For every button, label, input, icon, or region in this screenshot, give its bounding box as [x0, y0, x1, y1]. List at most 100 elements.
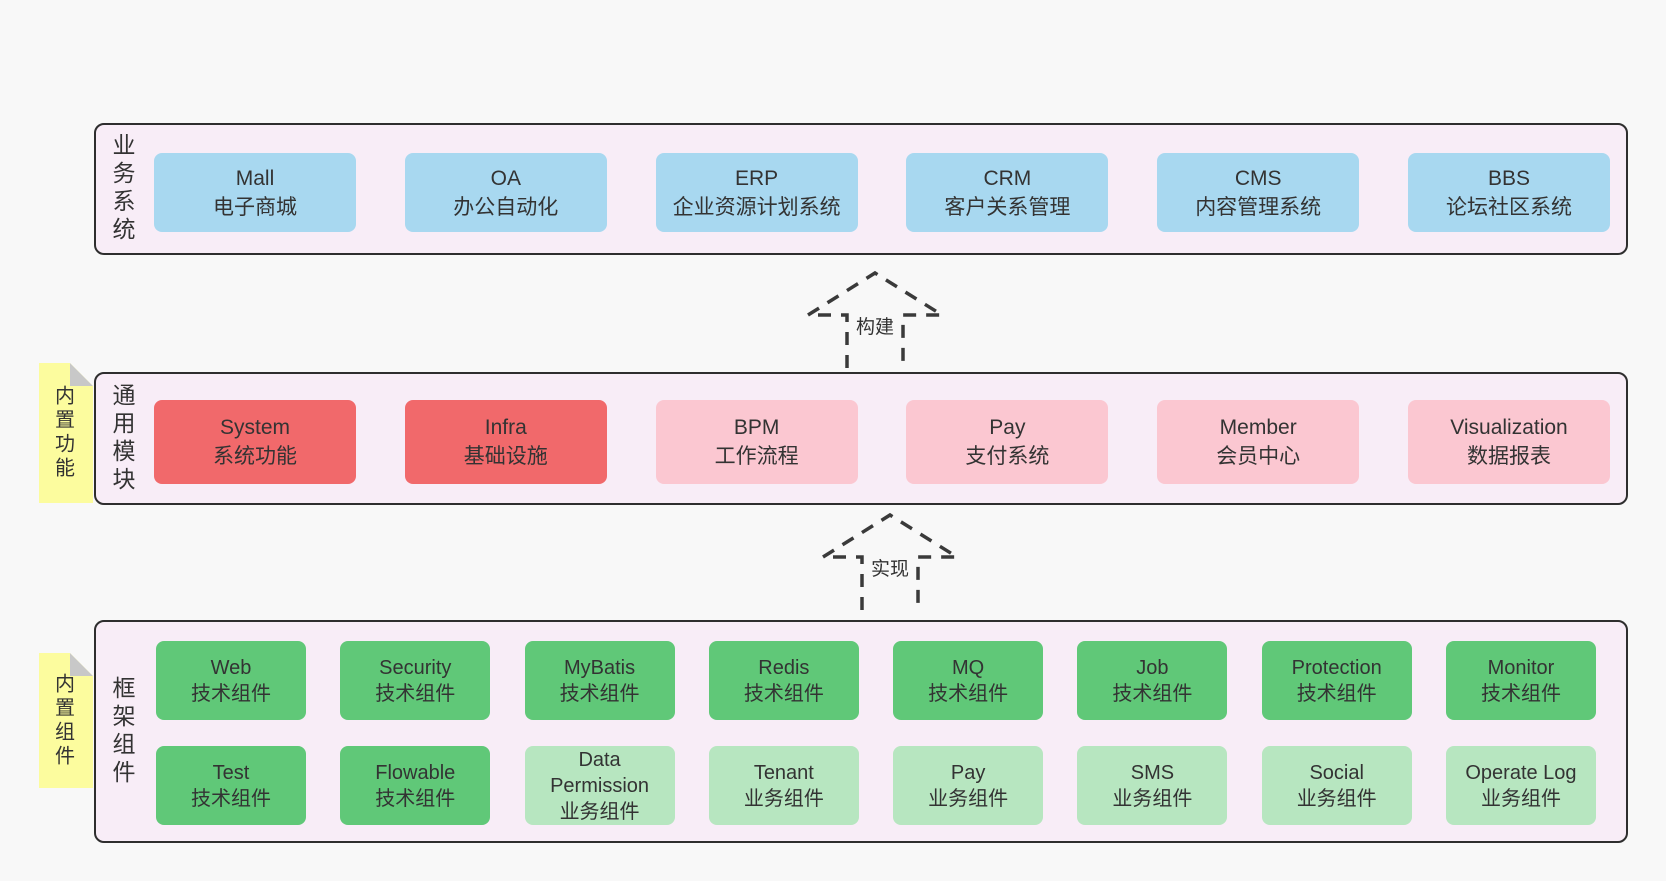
implement-arrow: 实现 — [820, 510, 960, 610]
note-label: 内置功能 — [51, 385, 74, 481]
box-title: Flowable — [375, 761, 456, 784]
component-box-redis: Redis 技术组件 — [708, 641, 859, 720]
box-subtitle: 技术组件 — [191, 682, 271, 705]
module-box-system: System 系统功能 — [154, 400, 356, 484]
box-title: Operate Log — [1465, 761, 1577, 784]
box-subtitle: 技术组件 — [743, 682, 824, 705]
box-title: CRM — [983, 166, 1032, 190]
module-box-pay: Pay 支付系统 — [906, 400, 1109, 484]
component-box-operate-log: Operate Log 业务组件 — [1445, 746, 1596, 825]
business-box-row: Mall 电子商城 OA 办公自动化 ERP 企业资源计划系统 CRM 客户关系… — [154, 153, 1610, 232]
business-box-erp: ERP 企业资源计划系统 — [655, 153, 858, 232]
box-title: SMS — [1130, 761, 1175, 784]
module-box-visualization: Visualization 数据报表 — [1407, 400, 1610, 484]
box-subtitle: 业务组件 — [559, 800, 640, 823]
box-subtitle: 业务组件 — [1112, 787, 1193, 810]
box-title: MyBatis — [564, 656, 636, 679]
box-subtitle: 客户关系管理 — [944, 195, 1071, 219]
box-subtitle: 工作流程 — [714, 445, 799, 468]
folded-corner-icon — [70, 653, 93, 676]
box-subtitle: 技术组件 — [1112, 682, 1193, 705]
box-title: OA — [490, 166, 521, 190]
box-title: Visualization — [1450, 416, 1568, 439]
box-title: Infra — [484, 416, 527, 439]
box-title: Security — [379, 656, 452, 679]
box-title: Data Permission — [550, 748, 650, 797]
box-subtitle: 技术组件 — [375, 787, 456, 810]
component-box-test: Test 技术组件 — [156, 746, 306, 825]
component-box-job: Job 技术组件 — [1077, 641, 1228, 720]
box-title: Mall — [235, 166, 275, 190]
box-title: Tenant — [753, 761, 814, 784]
business-section-label: 业务系统 — [109, 133, 135, 245]
module-box-bpm: BPM 工作流程 — [655, 400, 858, 484]
box-subtitle: 业务组件 — [1480, 787, 1561, 810]
box-subtitle: 电子商城 — [213, 195, 297, 219]
box-subtitle: 会员中心 — [1216, 445, 1301, 468]
box-subtitle: 企业资源计划系统 — [672, 195, 841, 219]
component-box-web: Web 技术组件 — [156, 641, 306, 720]
component-box-tenant: Tenant 业务组件 — [708, 746, 859, 825]
box-subtitle: 办公自动化 — [453, 195, 559, 219]
box-title: Job — [1136, 656, 1169, 679]
box-title: BBS — [1487, 166, 1530, 190]
box-title: Pay — [989, 416, 1026, 439]
folded-corner-icon — [70, 363, 93, 386]
box-subtitle: 论坛社区系统 — [1445, 195, 1572, 219]
component-box-sms: SMS 业务组件 — [1077, 746, 1228, 825]
framework-components-panel: 框架组件 Web 技术组件 Security 技术组件 MyBatis 技术组件… — [94, 620, 1628, 843]
module-box-infra: Infra 基础设施 — [404, 400, 607, 484]
box-subtitle: 技术组件 — [559, 682, 640, 705]
business-systems-panel: 业务系统 Mall 电子商城 OA 办公自动化 ERP 企业资源计划系统 CRM… — [94, 123, 1628, 255]
box-title: Member — [1219, 416, 1297, 439]
component-box-social: Social 业务组件 — [1261, 746, 1412, 825]
business-box-oa: OA 办公自动化 — [404, 153, 607, 232]
component-box-data-permission: Data Permission 业务组件 — [524, 746, 675, 825]
box-subtitle: 业务组件 — [928, 787, 1009, 810]
box-subtitle: 技术组件 — [191, 787, 271, 810]
box-title: ERP — [735, 166, 779, 190]
component-box-flowable: Flowable 技术组件 — [340, 746, 491, 825]
business-box-crm: CRM 客户关系管理 — [906, 153, 1109, 232]
build-arrow-label: 构建 — [852, 312, 898, 339]
modules-section-label: 通用模块 — [109, 382, 135, 495]
business-box-bbs: BBS 论坛社区系统 — [1407, 153, 1610, 232]
box-subtitle: 业务组件 — [743, 787, 824, 810]
common-modules-panel: 通用模块 System 系统功能 Infra 基础设施 BPM 工作流程 Pay… — [94, 372, 1628, 505]
business-box-mall: Mall 电子商城 — [154, 153, 356, 232]
up-arrow-icon — [822, 512, 960, 610]
builtin-features-note: 内置功能 — [39, 363, 93, 503]
component-box-pay: Pay 业务组件 — [893, 746, 1044, 825]
framework-box-row-2: Test 技术组件 Flowable 技术组件 Data Permission … — [156, 746, 1596, 825]
box-title: Social — [1309, 761, 1364, 784]
component-box-security: Security 技术组件 — [340, 641, 491, 720]
box-title: Monitor — [1487, 656, 1555, 679]
box-title: Redis — [758, 656, 810, 679]
box-title: Web — [210, 656, 252, 679]
box-title: Pay — [950, 761, 986, 784]
box-subtitle: 系统功能 — [213, 445, 297, 468]
box-subtitle: 基础设施 — [463, 445, 548, 468]
modules-box-row: System 系统功能 Infra 基础设施 BPM 工作流程 Pay 支付系统… — [154, 400, 1610, 484]
component-box-mybatis: MyBatis 技术组件 — [524, 641, 675, 720]
box-title: CMS — [1234, 166, 1282, 190]
box-subtitle: 业务组件 — [1296, 787, 1377, 810]
framework-box-row-1: Web 技术组件 Security 技术组件 MyBatis 技术组件 Redi… — [156, 641, 1596, 720]
framework-section-label: 框架组件 — [109, 675, 135, 788]
component-box-protection: Protection 技术组件 — [1261, 641, 1412, 720]
builtin-components-note: 内置组件 — [39, 653, 93, 788]
implement-arrow-label: 实现 — [867, 554, 913, 581]
box-subtitle: 技术组件 — [375, 682, 456, 705]
up-arrow-icon — [807, 270, 945, 368]
box-subtitle: 数据报表 — [1466, 445, 1551, 468]
business-box-cms: CMS 内容管理系统 — [1157, 153, 1360, 232]
module-box-member: Member 会员中心 — [1157, 400, 1360, 484]
box-title: System — [219, 416, 290, 439]
build-arrow: 构建 — [805, 268, 945, 368]
component-box-mq: MQ 技术组件 — [893, 641, 1044, 720]
box-subtitle: 技术组件 — [928, 682, 1009, 705]
box-subtitle: 内容管理系统 — [1195, 195, 1322, 219]
box-subtitle: 技术组件 — [1480, 682, 1561, 705]
component-box-monitor: Monitor 技术组件 — [1445, 641, 1596, 720]
